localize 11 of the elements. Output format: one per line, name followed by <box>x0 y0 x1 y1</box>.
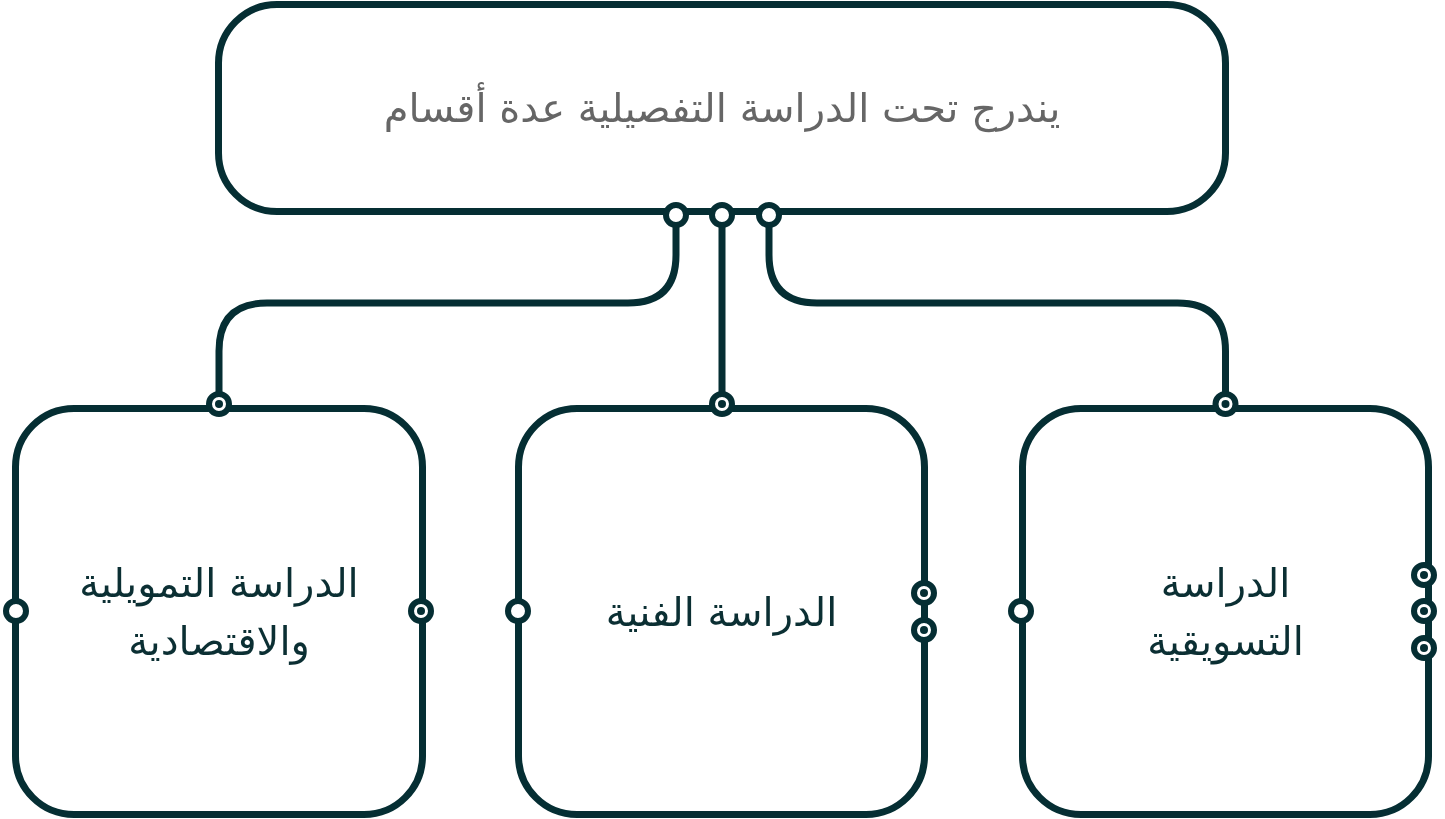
section-title: الدراسة الفنية <box>605 587 838 638</box>
title-box <box>215 1 1229 215</box>
section-title: الدراسة التسويقية <box>1146 558 1305 667</box>
title-text: يندرج تحت الدراسة التفصيلية عدة أقسام <box>383 79 1061 137</box>
connector <box>206 202 689 417</box>
section-title: الدراسة التمويلية والاقتصادية <box>78 558 360 667</box>
connector <box>709 202 735 417</box>
connector <box>756 202 1239 417</box>
section-box <box>12 405 426 818</box>
section-box <box>515 405 928 818</box>
section-box <box>1019 405 1432 818</box>
